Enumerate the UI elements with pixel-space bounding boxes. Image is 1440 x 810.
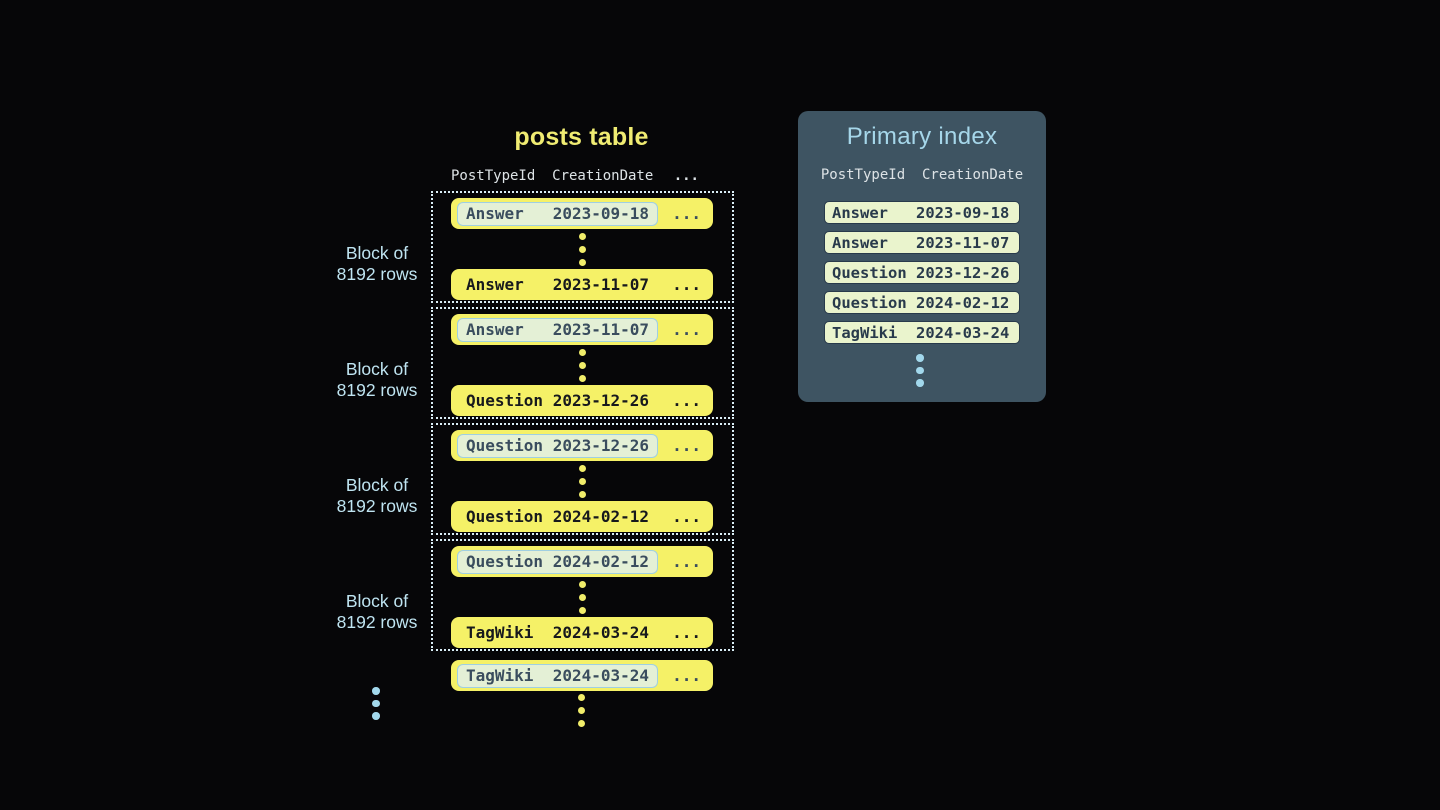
ellipsis-dots-vertical [579, 349, 586, 382]
ellipsis-dots-vertical [372, 687, 380, 720]
table-row-last: TagWiki 2024-03-24 ... [451, 617, 713, 648]
row-entry: TagWiki 2024-03-24 [457, 621, 658, 645]
block-label-3: Block of 8192 rows [313, 475, 441, 517]
table-row-first: Answer 2023-09-18 ... [451, 198, 713, 229]
posts-header-ellipsis: ... [673, 167, 699, 184]
table-row-overflow: TagWiki 2024-03-24 ... [451, 660, 713, 691]
primary-index-title: Primary index [846, 123, 998, 150]
index-entry: TagWiki 2024-03-24 [824, 321, 1020, 344]
row-ellipsis: ... [672, 391, 701, 410]
block-label-4: Block of 8192 rows [313, 591, 441, 633]
row-block-4: Question 2024-02-12 ... TagWiki 2024-03-… [431, 539, 734, 651]
highlighted-index-entry: Answer 2023-09-18 [457, 201, 659, 226]
row-entry: Question 2024-02-12 [457, 505, 658, 529]
index-entry-values: Question 2024-02-12 [832, 293, 1010, 312]
table-row-first: Question 2023-12-26 ... [451, 430, 713, 461]
block-label-line2: 8192 rows [336, 496, 418, 516]
row-block-1: Answer 2023-09-18 ... Answer 2023-11-07 … [431, 191, 734, 303]
index-entry-values: Question 2023-12-26 [832, 263, 1010, 282]
table-row-last: Question 2023-12-26 ... [451, 385, 713, 416]
index-entry-values: Answer 2023-11-07 [832, 233, 1010, 252]
row-entry: Question 2023-12-26 [457, 389, 658, 413]
table-row-first: Answer 2023-11-07 ... [451, 314, 713, 345]
ellipsis-dots-vertical [579, 581, 586, 614]
primary-index-column-headers: PostTypeId CreationDate [820, 167, 1024, 183]
row-values: TagWiki 2024-03-24 [466, 623, 650, 642]
block-label-line1: Block of [345, 591, 409, 611]
row-values: Question 2024-02-12 [466, 552, 650, 571]
ellipsis-dots-vertical [579, 465, 586, 498]
block-label-line1: Block of [345, 243, 409, 263]
row-ellipsis: ... [672, 507, 701, 526]
ellipsis-dots-vertical [916, 354, 924, 387]
row-block-2: Answer 2023-11-07 ... Question 2023-12-2… [431, 307, 734, 419]
row-ellipsis: ... [672, 320, 701, 339]
index-entry-values: TagWiki 2024-03-24 [832, 323, 1010, 342]
row-values: Answer 2023-11-07 [466, 320, 650, 339]
row-ellipsis: ... [672, 552, 701, 571]
block-label-line2: 8192 rows [336, 612, 418, 632]
row-values: Question 2023-12-26 [466, 436, 650, 455]
row-ellipsis: ... [672, 666, 701, 685]
block-label-line1: Block of [345, 359, 409, 379]
row-ellipsis: ... [672, 204, 701, 223]
index-entry: Answer 2023-11-07 [824, 231, 1020, 254]
index-entry: Question 2023-12-26 [824, 261, 1020, 284]
row-ellipsis: ... [672, 436, 701, 455]
block-label-line2: 8192 rows [336, 380, 418, 400]
highlighted-index-entry: TagWiki 2024-03-24 [457, 663, 659, 688]
row-ellipsis: ... [672, 275, 701, 294]
row-values: Answer 2023-09-18 [466, 204, 650, 223]
highlighted-index-entry: Question 2024-02-12 [457, 549, 659, 574]
posts-header-columns: PostTypeId CreationDate [451, 167, 654, 184]
row-values: Answer 2023-11-07 [466, 275, 650, 294]
index-entry-values: Answer 2023-09-18 [832, 203, 1010, 222]
ellipsis-dots-vertical [578, 694, 585, 727]
index-entry: Question 2024-02-12 [824, 291, 1020, 314]
posts-table-title: posts table [514, 123, 649, 151]
posts-table-column-headers: PostTypeId CreationDate ... [451, 167, 713, 184]
row-ellipsis: ... [672, 623, 701, 642]
row-values: Question 2023-12-26 [466, 391, 650, 410]
table-row-last: Answer 2023-11-07 ... [451, 269, 713, 300]
row-entry: Answer 2023-11-07 [457, 273, 658, 297]
block-label-2: Block of 8192 rows [313, 359, 441, 401]
ellipsis-dots-vertical [579, 233, 586, 266]
row-values: Question 2024-02-12 [466, 507, 650, 526]
row-values: TagWiki 2024-03-24 [466, 666, 650, 685]
row-block-3: Question 2023-12-26 ... Question 2024-02… [431, 423, 734, 535]
highlighted-index-entry: Question 2023-12-26 [457, 433, 659, 458]
block-label-line1: Block of [345, 475, 409, 495]
block-label-line2: 8192 rows [336, 264, 418, 284]
block-label-1: Block of 8192 rows [313, 243, 441, 285]
primary-index-panel: Primary index PostTypeId CreationDate An… [798, 111, 1046, 402]
index-entry: Answer 2023-09-18 [824, 201, 1020, 224]
table-row-last: Question 2024-02-12 ... [451, 501, 713, 532]
table-row-first: Question 2024-02-12 ... [451, 546, 713, 577]
highlighted-index-entry: Answer 2023-11-07 [457, 317, 659, 342]
